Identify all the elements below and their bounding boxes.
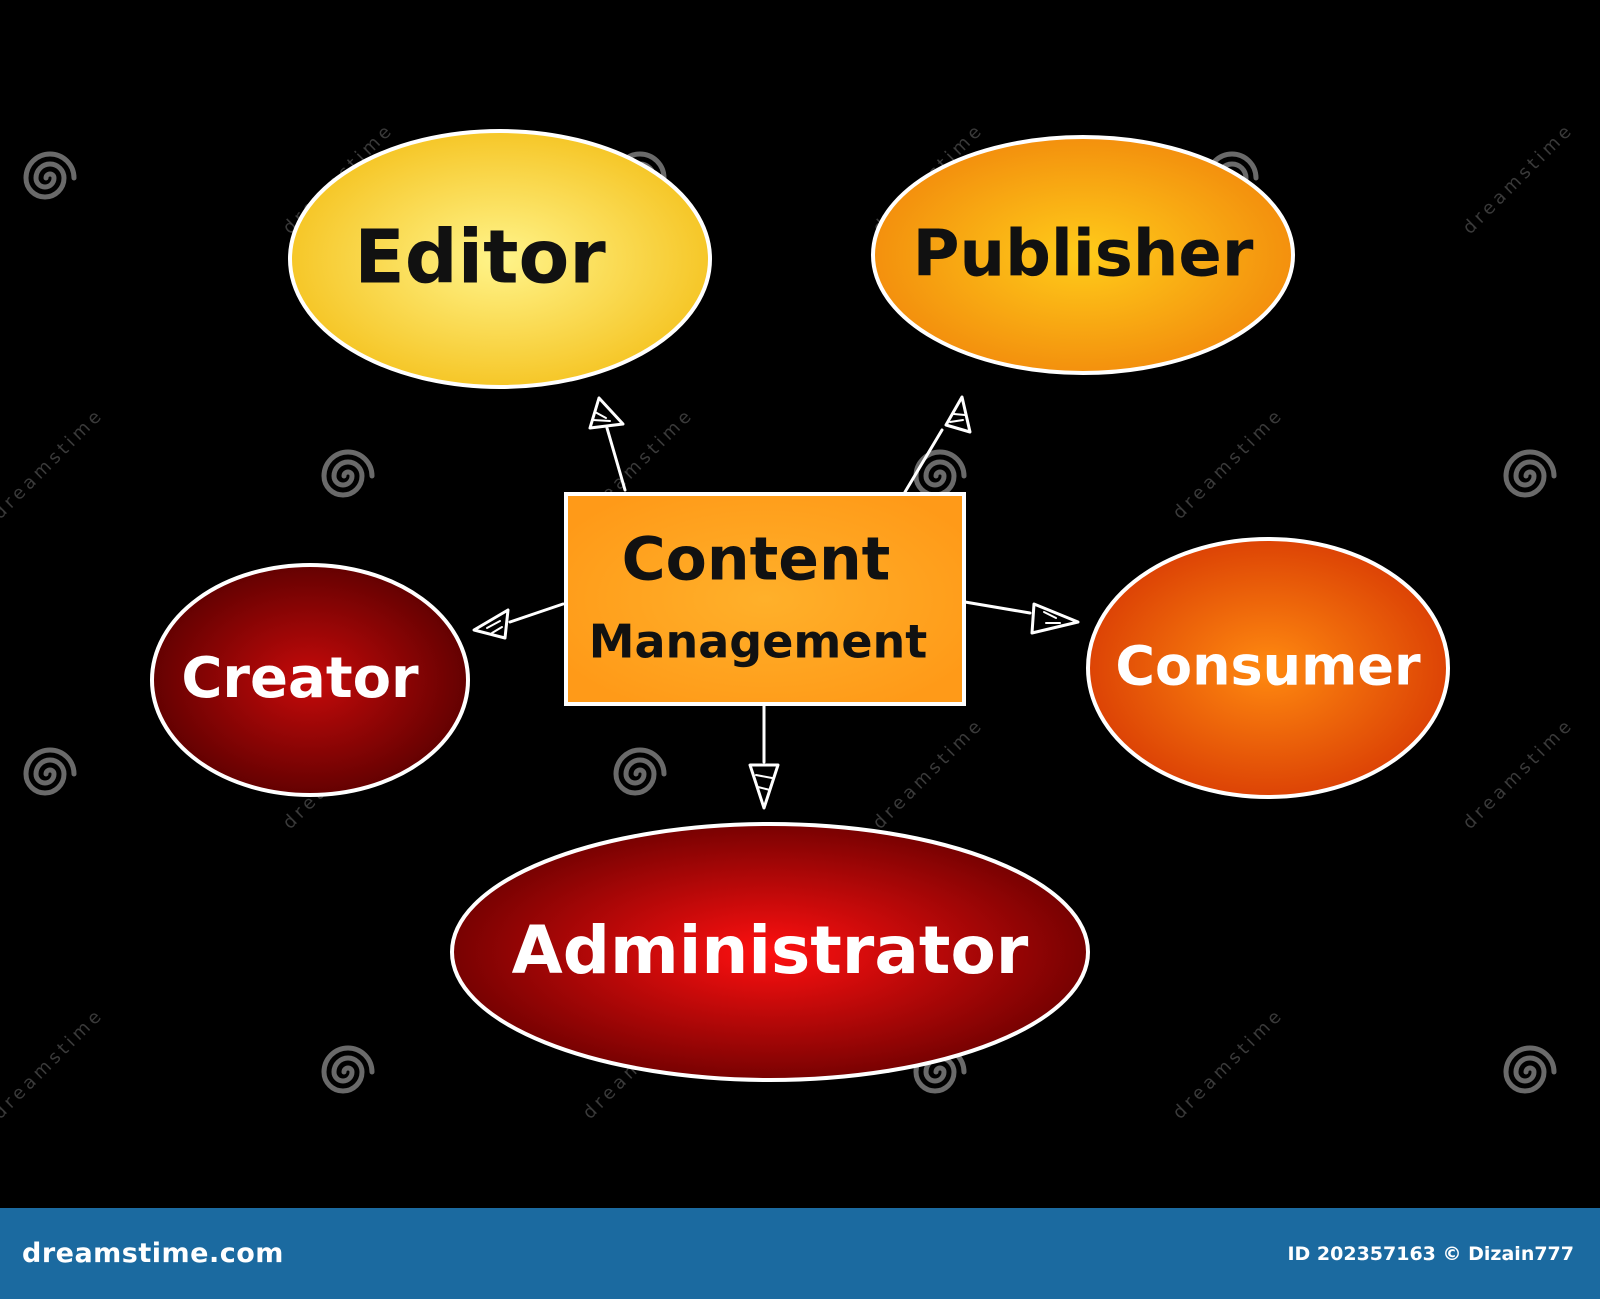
- arrow-to-editor: [588, 396, 627, 492]
- node-publisher-label: Publisher: [913, 218, 1254, 292]
- arrow-to-creator: [472, 602, 565, 640]
- watermark-spiral-icon: [613, 747, 667, 796]
- node-creator-label: Creator: [181, 646, 419, 711]
- watermark-spiral-icon: [1503, 1045, 1557, 1094]
- watermark-text: dreamstime: [0, 1004, 108, 1124]
- watermark-text: dreamstime: [869, 714, 989, 834]
- watermark-text: dreamstime: [1169, 1004, 1289, 1124]
- watermark-spiral-icon: [23, 151, 77, 200]
- node-administrator-label: Administrator: [512, 912, 1029, 989]
- node-administrator: Administrator: [450, 822, 1090, 1082]
- center-node-line2: Management: [589, 615, 928, 669]
- footer-site-name: dreamstime.com: [22, 1238, 284, 1269]
- watermark-spiral-icon: [913, 449, 967, 498]
- arrow-to-administrator: [748, 701, 780, 810]
- watermark-spiral-icon: [321, 449, 375, 498]
- node-publisher: Publisher: [871, 135, 1295, 375]
- watermark-text: dreamstime: [1459, 119, 1579, 239]
- footer-image-id: ID 202357163 © Dizain777: [1287, 1242, 1574, 1265]
- node-editor: Editor: [288, 129, 712, 389]
- footer-bar: dreamstime.com ID 202357163 © Dizain777: [0, 1208, 1600, 1299]
- watermark-spiral-icon: [23, 747, 77, 796]
- connectors: [472, 395, 1080, 810]
- node-editor-label: Editor: [354, 215, 606, 301]
- watermark-text: dreamstime: [0, 404, 108, 524]
- content-management-mind-map: dreamstime dreamstime dreamstime dreamst…: [0, 119, 1579, 1124]
- center-node: Content Management: [564, 492, 966, 706]
- node-consumer: Consumer: [1086, 537, 1450, 799]
- watermark-spiral-icon: [321, 1045, 375, 1094]
- watermark-text: dreamstime: [1459, 714, 1579, 834]
- node-consumer-label: Consumer: [1115, 635, 1421, 698]
- node-creator: Creator: [150, 563, 470, 797]
- watermark-spiral-icon: [1503, 449, 1557, 498]
- center-node-line1: Content: [622, 525, 891, 595]
- watermark-text: dreamstime: [1169, 404, 1289, 524]
- arrow-to-consumer: [963, 600, 1080, 635]
- arrow-to-publisher: [903, 395, 972, 494]
